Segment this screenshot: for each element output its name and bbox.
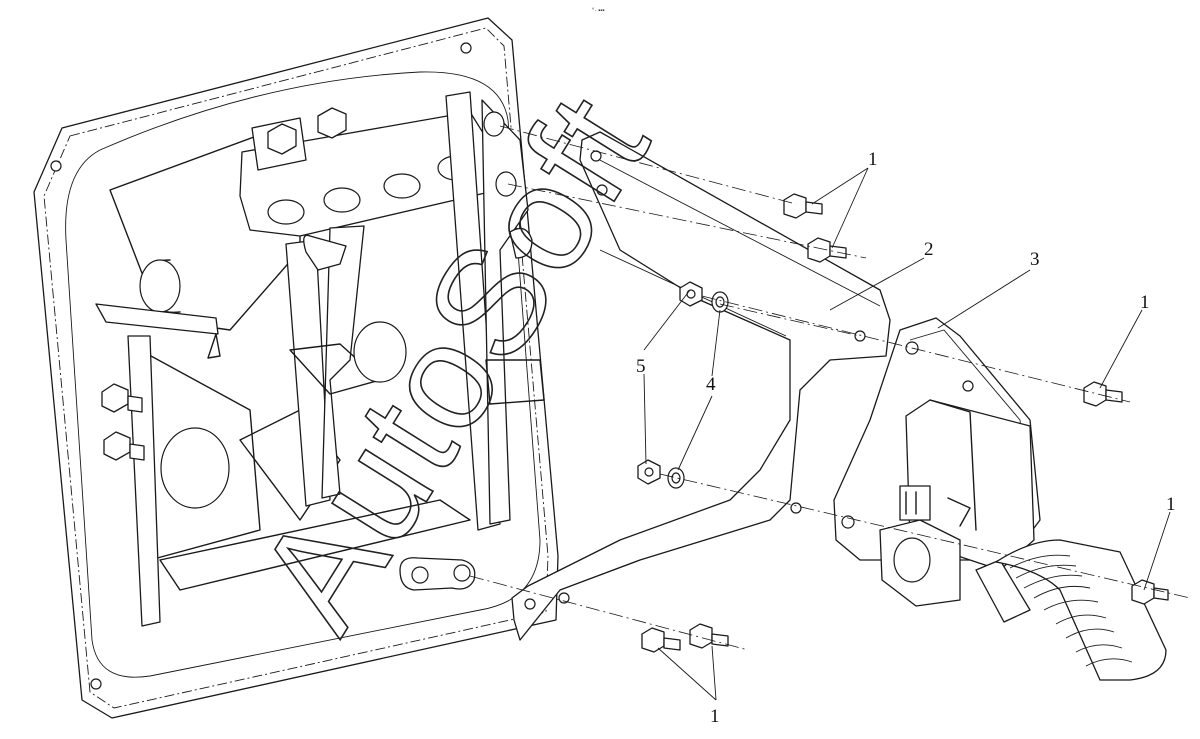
header-stamp: °· ▪▪▪ bbox=[592, 8, 604, 14]
bolt-top-1 bbox=[783, 193, 823, 219]
hinge-bolt-left bbox=[267, 123, 297, 155]
mounting-panel bbox=[33, 17, 559, 719]
nut-lower bbox=[637, 459, 661, 485]
assembly-lines bbox=[469, 125, 1191, 651]
callout-label-5: 5 bbox=[636, 356, 646, 377]
panel-bolt-lower bbox=[103, 431, 145, 461]
callout-label-1-bottom: 1 bbox=[710, 706, 720, 727]
nut-upper bbox=[679, 281, 703, 307]
callout-label-2: 2 bbox=[924, 239, 934, 260]
bolt-right bbox=[1083, 381, 1123, 407]
callout-label-1-far-right: 1 bbox=[1166, 494, 1176, 515]
pedal-sensor-housing bbox=[879, 399, 1035, 623]
bolt-bottom-2 bbox=[689, 623, 729, 649]
hinge-bolt-right bbox=[317, 107, 347, 139]
bolt-bottom-1 bbox=[641, 627, 681, 653]
washer-lower bbox=[667, 467, 685, 489]
accelerator-pedal bbox=[995, 539, 1167, 681]
callout-label-4: 4 bbox=[706, 374, 716, 395]
pivot-link bbox=[399, 557, 476, 591]
callout-label-3: 3 bbox=[1030, 249, 1040, 270]
callout-label-1-top: 1 bbox=[868, 149, 878, 170]
callout-label-1-right: 1 bbox=[1140, 292, 1150, 313]
callout-leaders bbox=[643, 167, 1171, 701]
panel-bolt-upper bbox=[101, 383, 143, 413]
